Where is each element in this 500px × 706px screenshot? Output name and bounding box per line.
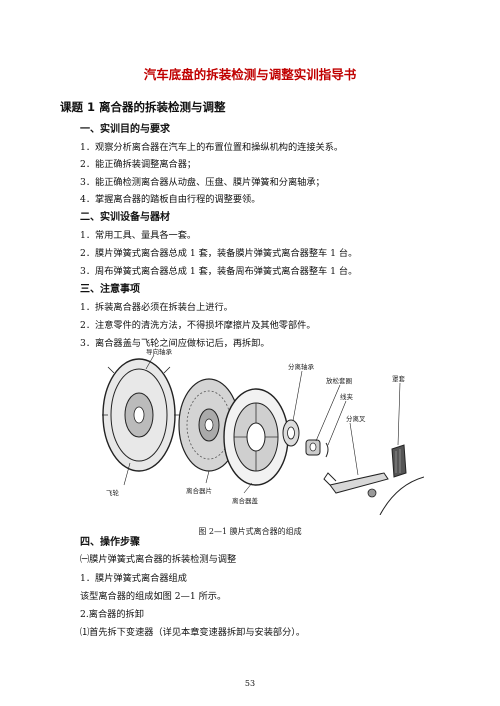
equipment-item: 2．膜片弹簧式离合器总成 1 套，装备膜片弹簧式离合器整车 1 台。 bbox=[80, 248, 358, 259]
boot-drawing bbox=[391, 444, 407, 478]
section-heading-precautions: 三、注意事项 bbox=[80, 284, 140, 295]
release-fork-drawing bbox=[323, 472, 389, 498]
section-heading-procedure: 四、操作步骤 bbox=[80, 537, 140, 548]
procedure-item: ㈠膜片弹簧式离合器的拆装检测与调整 bbox=[80, 554, 237, 565]
leader-lines bbox=[123, 354, 401, 494]
procedure-item: 2.离合器的拆卸 bbox=[80, 609, 144, 620]
procedure-item: 1．膜片弹簧式离合器组成 bbox=[80, 573, 187, 584]
flywheel-drawing bbox=[102, 358, 180, 472]
page-number: 53 bbox=[244, 679, 256, 688]
procedure-item: 该型离合器的组成如图 2—1 所示。 bbox=[80, 591, 227, 602]
label-release-fork: 分离叉 bbox=[346, 414, 366, 423]
document-title: 汽车底盘的拆装检测与调整实训指导书 bbox=[143, 67, 357, 82]
section-heading-objectives: 一、实训目的与要求 bbox=[80, 124, 170, 135]
label-clutch-disc: 离合器片 bbox=[186, 486, 212, 495]
objective-item: 1．观察分析离合器在汽车上的布置位置和操纵机构的连接关系。 bbox=[80, 142, 344, 153]
objective-item: 4．掌握离合器的踏板自由行程的调整要领。 bbox=[80, 194, 261, 205]
objective-item: 2．能正确拆装调整离合器； bbox=[80, 159, 197, 170]
wire-clip-drawing bbox=[325, 442, 329, 458]
label-clutch-cover: 离合器盖 bbox=[232, 496, 259, 505]
section-heading-equipment: 二、实训设备与器材 bbox=[80, 212, 170, 223]
label-boot: 罩套 bbox=[392, 374, 406, 383]
sleeve-drawing bbox=[305, 439, 321, 456]
housing-outline bbox=[379, 476, 424, 515]
label-flywheel: 飞轮 bbox=[106, 488, 120, 497]
figure-caption: 图 2—1 膜片式离合器的组成 bbox=[198, 527, 302, 536]
clutch-exploded-diagram: 导向轴承 飞轮 离合器片 离合器盖 分离轴承 放松套圈 线夹 分离叉 罩套 bbox=[102, 347, 424, 515]
procedure-item: ⑴首先拆下变速器（详见本章变速器拆卸与安装部分）。 bbox=[80, 627, 306, 638]
clutch-cover-drawing bbox=[223, 388, 289, 486]
equipment-item: 3．周布弹簧式离合器总成 1 套，装备周布弹簧式离合器整车 1 台。 bbox=[80, 266, 358, 277]
label-sleeve: 放松套圈 bbox=[326, 376, 352, 385]
precaution-item: 1．拆装离合器必须在拆装台上进行。 bbox=[80, 302, 233, 313]
lesson-title: 课题 1 离合器的拆装检测与调整 bbox=[60, 100, 226, 114]
precaution-item: 3．离合器盖与飞轮之间应做标记后，再拆卸。 bbox=[80, 338, 270, 349]
label-release-bearing: 分离轴承 bbox=[288, 362, 315, 371]
label-wire-clip: 线夹 bbox=[340, 392, 354, 401]
equipment-item: 1．常用工具、量具各一套。 bbox=[80, 230, 197, 241]
label-pilot-bearing: 导向轴承 bbox=[146, 347, 173, 356]
precaution-item: 2．注意零件的清洗方法，不得损坏摩擦片及其他零部件。 bbox=[80, 320, 316, 331]
objective-item: 3．能正确检测离合器从动盘、压盘、膜片弹簧和分离轴承； bbox=[80, 177, 325, 188]
release-bearing-drawing bbox=[282, 419, 300, 447]
